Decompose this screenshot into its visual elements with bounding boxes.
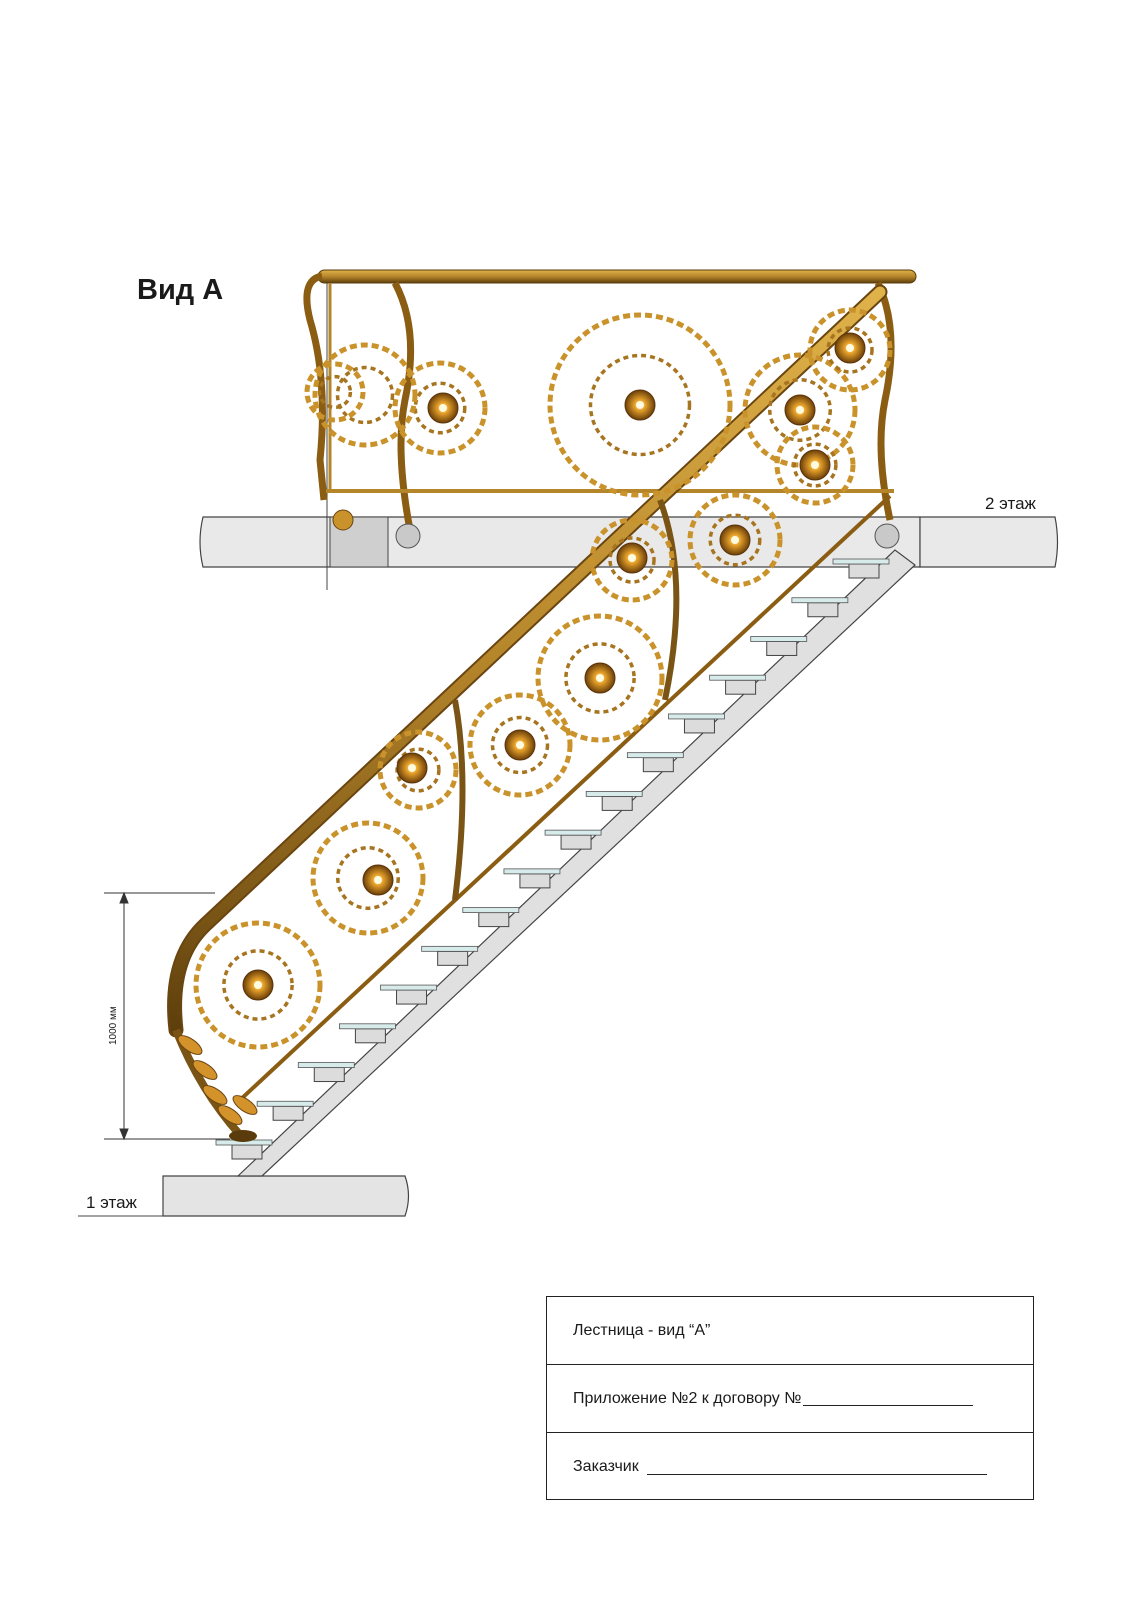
step-riser bbox=[478, 912, 510, 928]
lower-floor-slab bbox=[78, 1175, 410, 1217]
flower-center bbox=[408, 764, 416, 772]
newel-base bbox=[229, 1130, 257, 1142]
upper-floor-label: 2 этаж bbox=[985, 494, 1036, 513]
title-block-row-contract: Приложение №2 к договору № bbox=[547, 1365, 1033, 1433]
step-riser bbox=[437, 950, 469, 966]
stair-railing bbox=[167, 284, 892, 1138]
scroll-swirl-inner bbox=[792, 442, 838, 488]
flower-center bbox=[846, 344, 854, 352]
title-block: Лестница - вид “A” Приложение №2 к догов… bbox=[546, 1296, 1034, 1500]
scroll-swirl-inner bbox=[336, 846, 400, 910]
step-tread bbox=[544, 829, 602, 836]
flower-center bbox=[796, 406, 804, 414]
flower-center bbox=[731, 536, 739, 544]
flower-center bbox=[374, 876, 382, 884]
leaf bbox=[192, 1060, 218, 1080]
height-dimension bbox=[104, 891, 230, 1141]
step-riser bbox=[519, 873, 551, 889]
scroll-swirl-inner bbox=[708, 513, 762, 567]
scroll-swirl-inner bbox=[490, 715, 550, 775]
flower-center bbox=[439, 404, 447, 412]
customer-name-blank bbox=[646, 1460, 987, 1475]
scroll-swirl bbox=[589, 517, 675, 603]
step-riser bbox=[766, 640, 798, 656]
scroll-swirl bbox=[310, 820, 426, 936]
scroll-swirl bbox=[742, 352, 858, 468]
flower-center bbox=[254, 981, 262, 989]
step-riser bbox=[725, 679, 757, 695]
scroll-swirl-inner bbox=[768, 378, 832, 442]
step-tread bbox=[380, 984, 437, 991]
step-tread bbox=[462, 907, 520, 913]
flower-center bbox=[636, 401, 644, 409]
contract-number-blank bbox=[803, 1391, 974, 1406]
step-tread bbox=[421, 945, 479, 952]
scroll-swirl bbox=[547, 312, 733, 498]
leaf bbox=[217, 1105, 243, 1125]
step-tread bbox=[585, 791, 643, 797]
ornament-scrollwork bbox=[177, 307, 893, 1142]
title-block-row-title: Лестница - вид “A” bbox=[547, 1297, 1033, 1365]
step-tread bbox=[709, 674, 766, 681]
scroll-swirl-inner bbox=[608, 536, 656, 584]
scroll-swirl bbox=[535, 613, 665, 743]
landing-railing bbox=[303, 269, 917, 549]
step-tread bbox=[668, 713, 725, 720]
view-title: Вид А bbox=[137, 274, 224, 306]
step-tread bbox=[791, 597, 849, 604]
scroll-swirl-inner bbox=[588, 353, 692, 457]
scroll-swirl bbox=[467, 692, 573, 798]
lower-floor-label: 1 этаж bbox=[86, 1193, 137, 1212]
customer-label: Заказчик bbox=[573, 1458, 639, 1475]
step-tread bbox=[626, 752, 684, 759]
scroll-swirl-inner bbox=[222, 949, 294, 1021]
flower-center bbox=[596, 674, 604, 682]
stair-stringer bbox=[236, 549, 916, 1177]
leaf bbox=[177, 1035, 203, 1055]
step-riser bbox=[231, 1144, 263, 1160]
scroll-swirl bbox=[312, 342, 418, 448]
scroll-swirl-inner bbox=[335, 365, 395, 425]
scroll-swirl bbox=[774, 424, 856, 506]
step-tread bbox=[503, 868, 561, 875]
scroll-swirl-inner bbox=[317, 374, 353, 410]
drawing-name: Лестница - вид “A” bbox=[573, 1321, 711, 1339]
title-block-row-customer: Заказчик bbox=[547, 1433, 1033, 1501]
step-tread bbox=[297, 1062, 355, 1068]
step-riser bbox=[807, 602, 839, 618]
step-tread bbox=[832, 558, 890, 565]
stair-steps bbox=[215, 558, 890, 1160]
step-riser bbox=[601, 795, 633, 811]
scroll-swirl bbox=[687, 492, 783, 588]
flower-center bbox=[811, 461, 819, 469]
step-tread bbox=[338, 1023, 396, 1030]
step-tread bbox=[256, 1100, 314, 1107]
step-riser bbox=[272, 1105, 304, 1121]
step-riser bbox=[642, 757, 674, 773]
scroll-swirl bbox=[377, 729, 459, 811]
scroll-swirl bbox=[304, 361, 366, 423]
scroll-swirl-inner bbox=[826, 326, 874, 374]
step-riser bbox=[354, 1028, 386, 1044]
scroll-swirl-inner bbox=[413, 381, 467, 435]
scroll-swirl bbox=[807, 307, 893, 393]
leaf bbox=[202, 1085, 228, 1105]
step-riser bbox=[560, 834, 592, 850]
flower-center bbox=[516, 741, 524, 749]
flower-center bbox=[628, 554, 636, 562]
step-riser bbox=[396, 989, 428, 1005]
contract-appendix-label: Приложение №2 к договору № bbox=[573, 1389, 802, 1407]
scroll-swirl bbox=[392, 360, 488, 456]
scroll-swirl bbox=[193, 920, 323, 1050]
step-riser bbox=[848, 563, 880, 579]
step-riser bbox=[313, 1067, 345, 1083]
step-tread bbox=[750, 636, 808, 642]
height-dimension-label: 1000 мм bbox=[108, 1006, 119, 1045]
step-riser bbox=[683, 718, 715, 734]
leaf bbox=[232, 1095, 258, 1115]
